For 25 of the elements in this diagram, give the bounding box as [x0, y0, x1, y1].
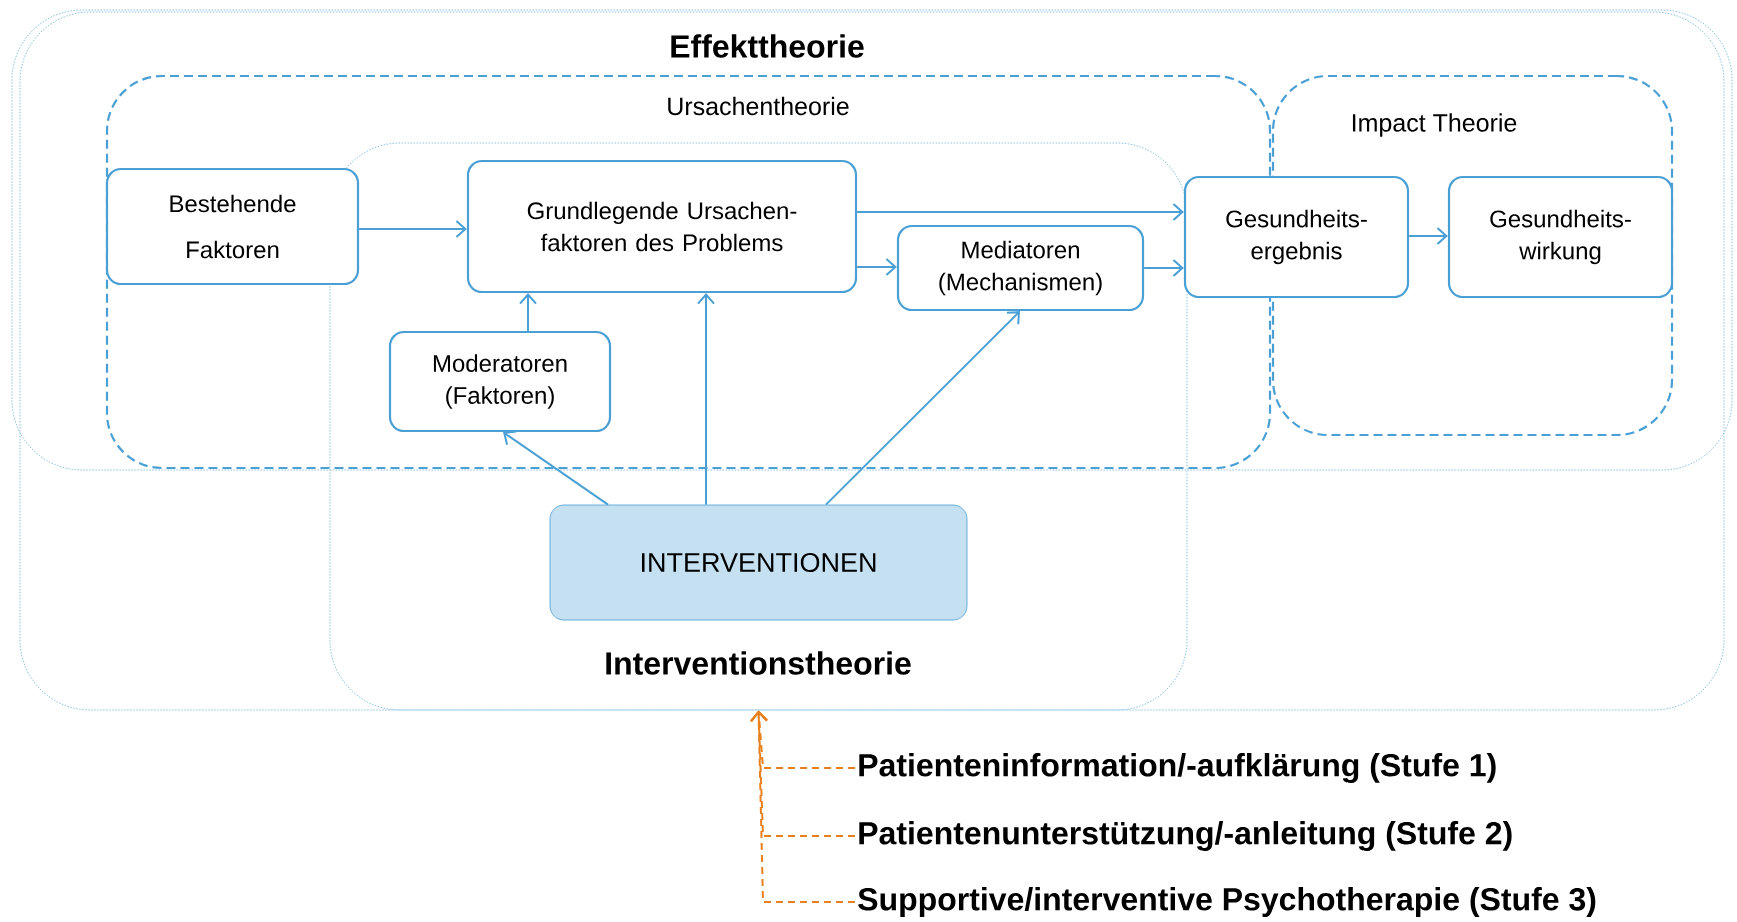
- title-text: Interventionstheorie: [606, 651, 911, 675]
- process-box: Grundlegende Ursachen- faktoren des Problems: [466, 159, 858, 294]
- process-box: Bestehende Faktoren: [105, 167, 360, 286]
- arrow: [1143, 259, 1184, 277]
- arrow: [749, 710, 856, 903]
- level-text: Patientenunterstützung/-anleitung (Stufe 2): [859, 821, 1512, 851]
- arrow: [856, 203, 1184, 221]
- arrow: [750, 710, 856, 769]
- arrow: [825, 311, 1020, 506]
- arrow: [519, 293, 537, 332]
- title-text: Effekttheorie: [671, 34, 864, 58]
- intervention-box: INTERVENTIONEN: [549, 504, 968, 621]
- process-box: Mediatoren (Mechanismen): [896, 224, 1145, 312]
- arrow: [503, 430, 609, 506]
- arrow: [358, 220, 467, 238]
- arrow: [697, 293, 715, 506]
- region-label: Ursachentheorie: [668, 96, 849, 116]
- level-text: Supportive/interventive Psychotherapie (Stufe 3): [858, 887, 1596, 917]
- level-text: Patienteninformation/-aufklärung (Stufe 1): [859, 753, 1496, 783]
- arrow: [1408, 227, 1448, 245]
- arrow: [856, 258, 897, 276]
- process-box: Moderatoren (Faktoren): [388, 330, 612, 433]
- process-box: Gesundheits- ergebnis: [1183, 175, 1410, 299]
- process-box: Gesundheits- wirkung: [1447, 175, 1674, 299]
- region-label: Impact Theorie: [1352, 113, 1517, 137]
